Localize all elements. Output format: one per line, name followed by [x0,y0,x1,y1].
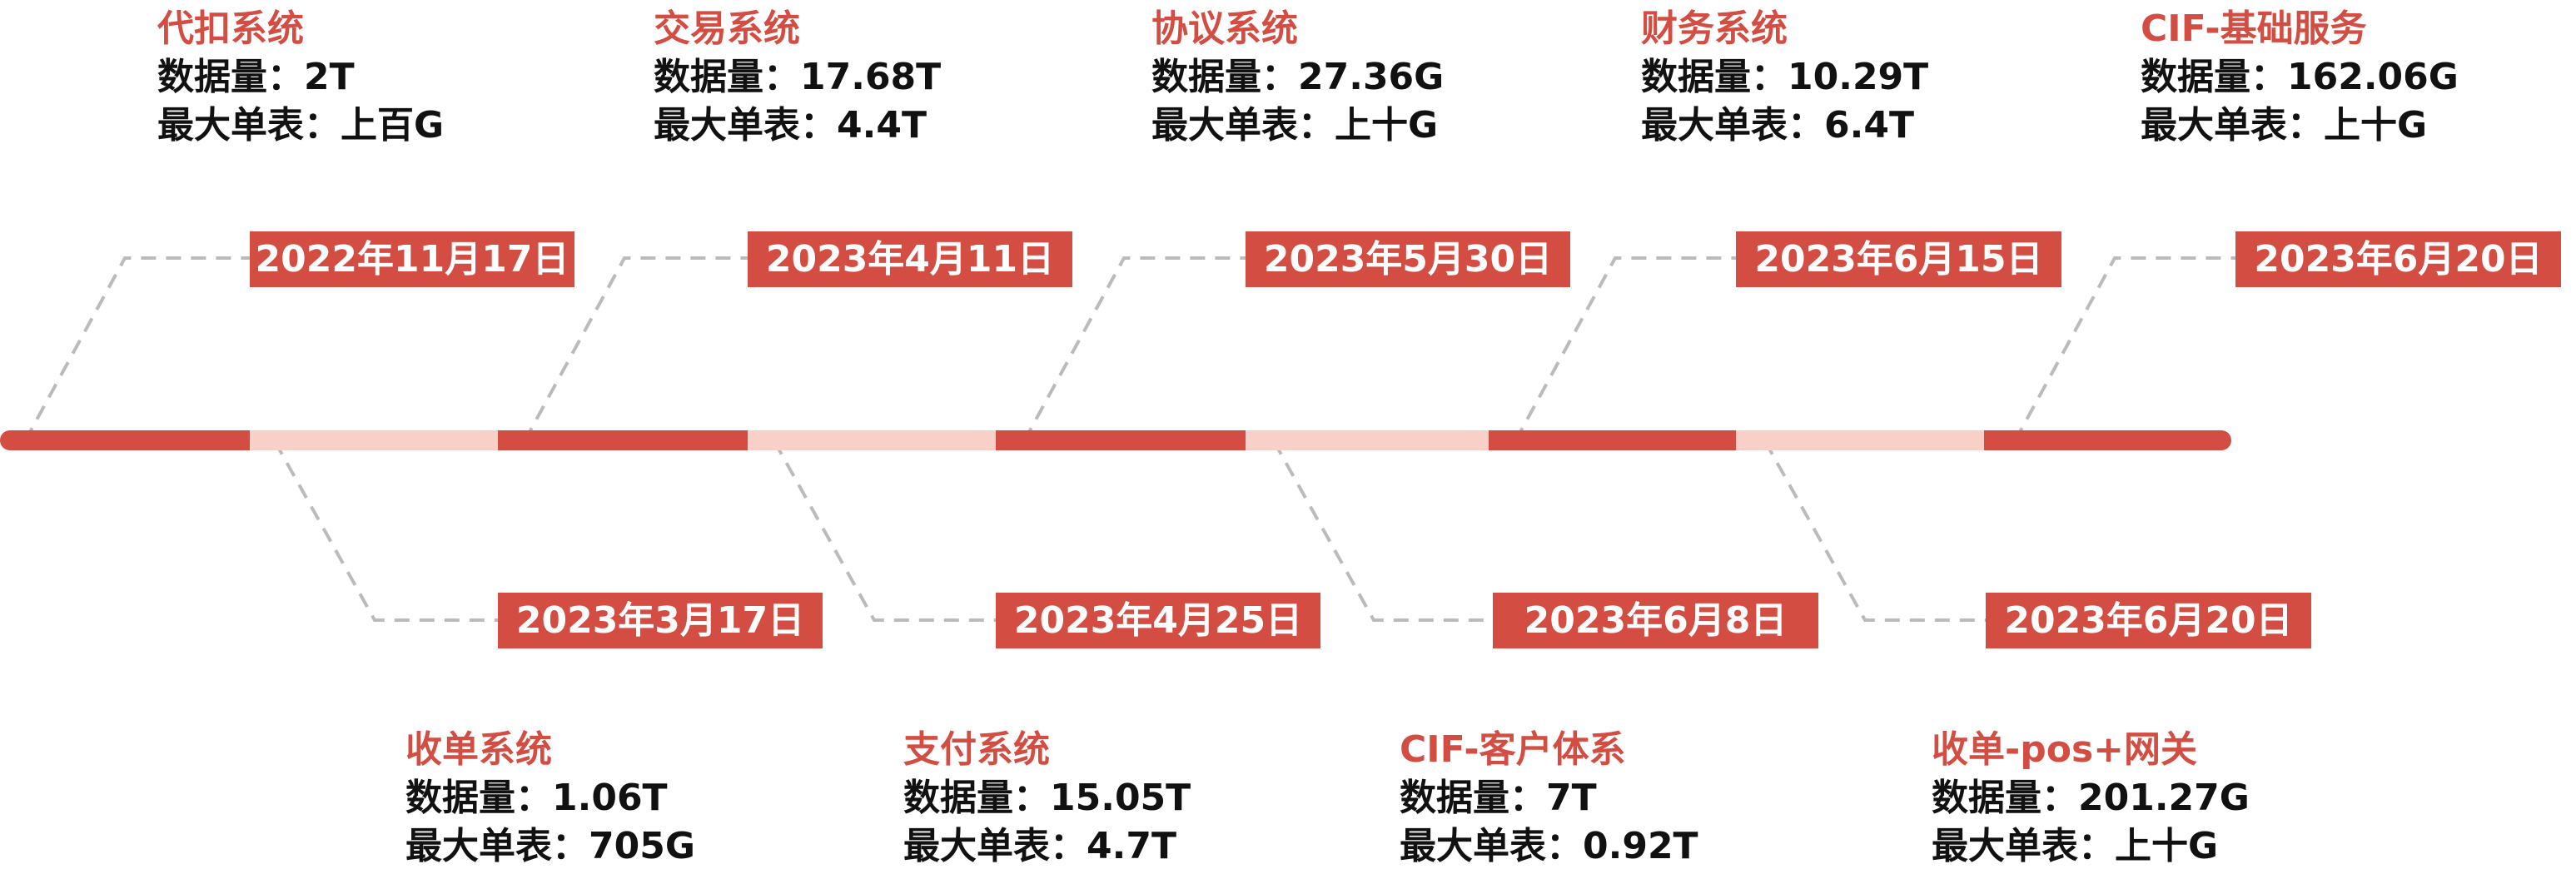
data-volume: 数据量：10.29T [1641,56,1929,98]
connector-line [23,256,250,442]
system-title: 支付系统 [903,728,1050,771]
connector-line [1272,440,1493,622]
data-volume: 数据量：201.27G [1932,777,2250,819]
timeline-segment [1984,430,2231,450]
max-table: 最大单表：4.4T [654,104,927,146]
date-label: 2023年6月8日 [1493,593,1818,648]
data-volume: 数据量：7T [1400,777,1597,819]
system-title: CIF-客户体系 [1400,728,1626,771]
system-title: 财务系统 [1641,7,1788,50]
date-label: 2023年4月11日 [748,231,1072,287]
max-table: 最大单表：0.92T [1400,825,1698,867]
event-info: 收单-pos+网关 数据量：201.27G 最大单表：上十G [1932,726,2250,871]
date-label: 2023年6月20日 [2235,231,2561,287]
date-label: 2023年3月17日 [498,593,823,648]
system-title: 代扣系统 [157,7,304,50]
connector-line [773,440,996,622]
data-volume: 数据量：15.05T [903,777,1191,819]
system-title: 协议系统 [1151,7,1298,50]
event-info: 收单系统 数据量：1.06T 最大单表：705G [405,726,695,871]
max-table: 最大单表：上十G [1151,104,1439,146]
connector-line [273,440,498,622]
timeline-segment [498,430,748,450]
timeline-segment [0,430,250,450]
data-volume: 数据量：1.06T [405,777,668,819]
connector-line [1514,256,1736,442]
date-label: 2022年11月17日 [250,231,574,287]
data-volume: 数据量：162.06G [2141,56,2459,98]
event-info: 协议系统 数据量：27.36G 最大单表：上十G [1151,5,1444,150]
timeline-segment [996,430,1246,450]
max-table: 最大单表：上十G [2141,104,2428,146]
connector-line [2013,256,2235,442]
max-table: 最大单表：6.4T [1641,104,1914,146]
max-table: 最大单表：4.7T [903,825,1176,867]
system-title: CIF-基础服务 [2141,7,2367,50]
data-volume: 数据量：2T [157,56,355,98]
event-info: CIF-客户体系 数据量：7T 最大单表：0.92T [1400,726,1698,871]
date-label: 2023年6月15日 [1736,231,2061,287]
date-label: 2023年4月25日 [996,593,1320,648]
timeline-segment [1246,430,1489,450]
event-info: 交易系统 数据量：17.68T 最大单表：4.4T [654,5,941,150]
data-volume: 数据量：27.36G [1151,56,1445,98]
system-title: 收单-pos+网关 [1932,728,2198,771]
timeline-segment [250,430,498,450]
connector-line [1022,256,1246,442]
data-volume: 数据量：17.68T [654,56,942,98]
timeline-segment [1489,430,1736,450]
max-table: 最大单表：上百G [157,104,445,146]
event-info: 代扣系统 数据量：2T 最大单表：上百G [157,5,444,150]
max-table: 最大单表：705G [405,825,695,867]
event-info: 支付系统 数据量：15.05T 最大单表：4.7T [903,726,1191,871]
max-table: 最大单表：上十G [1932,825,2219,867]
event-info: CIF-基础服务 数据量：162.06G 最大单表：上十G [2141,5,2459,150]
system-title: 交易系统 [654,7,800,50]
date-label: 2023年5月30日 [1246,231,1570,287]
timeline-segment [1736,430,1984,450]
system-title: 收单系统 [405,728,552,771]
connector-line [1763,440,1986,622]
event-info: 财务系统 数据量：10.29T 最大单表：6.4T [1641,5,1928,150]
connector-line [523,256,748,442]
date-label: 2023年6月20日 [1986,593,2311,648]
timeline-segment [748,430,996,450]
